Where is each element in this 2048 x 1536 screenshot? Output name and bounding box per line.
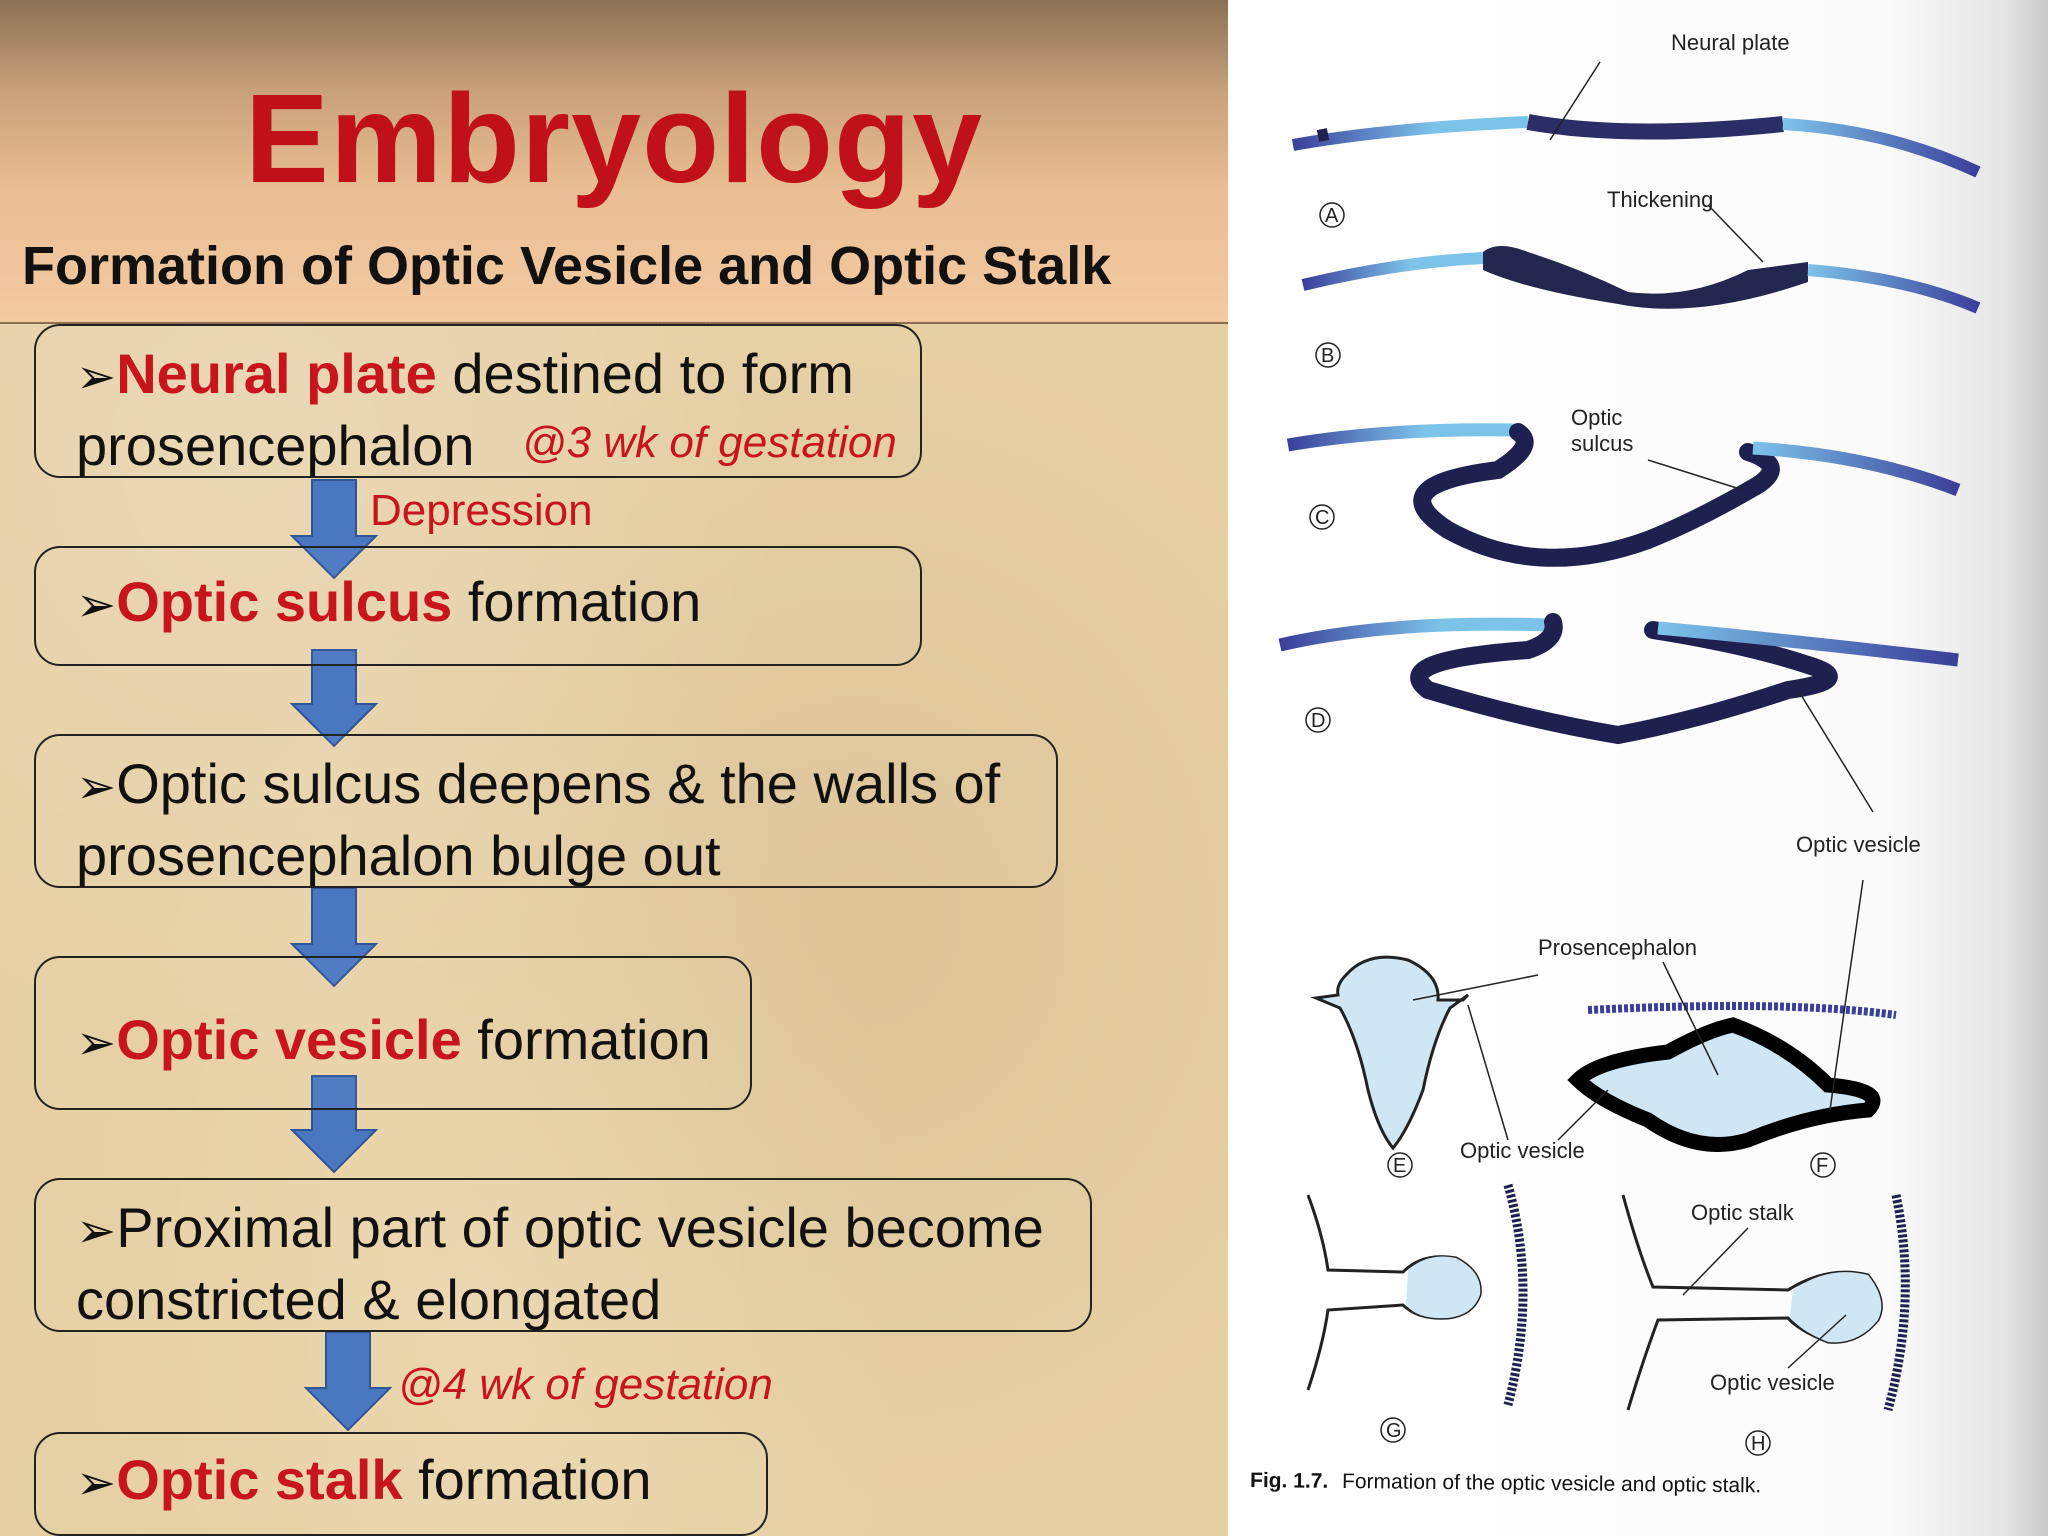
down-arrow-3 bbox=[289, 887, 379, 988]
slide-title: Embryology bbox=[244, 68, 984, 209]
caption-bold: Fig. 1.7. bbox=[1250, 1469, 1328, 1493]
down-arrow-2 bbox=[289, 649, 379, 748]
panel-letter: G bbox=[1386, 1420, 1402, 1442]
panel-b-thickening: Thickening B bbox=[1301, 187, 1981, 368]
label-optic-stalk: Optic stalk bbox=[1691, 1200, 1795, 1225]
slide-subtitle: Formation of Optic Vesicle and Optic Sta… bbox=[22, 236, 1112, 296]
note-3wk: @3 wk of gestation bbox=[522, 418, 897, 467]
note-4wk: @4 wk of gestation bbox=[398, 1360, 773, 1409]
step-text: formation bbox=[461, 1008, 711, 1071]
label-optic-sulcus-1: Optic bbox=[1571, 405, 1622, 430]
step-text: destined to form bbox=[436, 342, 854, 405]
step-text: formation bbox=[452, 570, 702, 633]
step-proximal-constricted: ➢Proximal part of optic vesicle become c… bbox=[34, 1178, 1092, 1332]
note-depression: Depression bbox=[370, 486, 593, 535]
step-neural-plate: ➢Neural plate destined to form prosencep… bbox=[34, 324, 922, 478]
label-thickening: Thickening bbox=[1607, 187, 1713, 212]
optic-development-figure: Neural plate A Thickening B Optic bbox=[1250, 30, 1981, 1497]
left-panel: Embryology Formation of Optic Vesicle an… bbox=[0, 0, 1228, 1536]
panel-letter: E bbox=[1393, 1155, 1406, 1177]
label-optic-sulcus-2: sulcus bbox=[1571, 431, 1633, 456]
bullet-marker: ➢ bbox=[76, 1205, 117, 1258]
step-highlight: Optic vesicle bbox=[116, 1008, 462, 1071]
panel-f-optic-vesicle: Prosencephalon Optic vesicle F bbox=[1460, 879, 1897, 1178]
down-arrow-5 bbox=[303, 1331, 393, 1432]
bullet-marker: ➢ bbox=[76, 1457, 117, 1510]
panel-letter: D bbox=[1311, 710, 1325, 732]
step-optic-vesicle: ➢Optic vesicle formation bbox=[34, 956, 752, 1110]
down-arrow-1 bbox=[289, 479, 379, 580]
step-optic-sulcus: ➢Optic sulcus formation bbox=[34, 546, 922, 666]
panel-a-neural-plate: Neural plate A bbox=[1291, 30, 1981, 228]
panel-letter: B bbox=[1321, 345, 1334, 367]
bullet-marker: ➢ bbox=[76, 351, 117, 404]
step-text: formation bbox=[402, 1448, 652, 1511]
label-optic-vesicle-ef: Optic vesicle bbox=[1460, 1138, 1585, 1163]
step-text: prosencephalon bbox=[76, 414, 475, 477]
bullet-marker: ➢ bbox=[76, 761, 117, 814]
panel-d-vesicle-bulge: D Optic vesicle bbox=[1278, 613, 1959, 857]
panel-e-prosencephalon: E bbox=[1310, 955, 1539, 1178]
label-optic-vesicle-d: Optic vesicle bbox=[1796, 832, 1921, 857]
step-sulcus-deepens: ➢Optic sulcus deepens & the walls of pro… bbox=[34, 734, 1058, 888]
step-text: Optic sulcus deepens & the walls of bbox=[116, 752, 1001, 815]
step-text: constricted & elongated bbox=[76, 1268, 662, 1331]
bullet-marker: ➢ bbox=[76, 579, 117, 632]
panel-letter: F bbox=[1816, 1155, 1828, 1177]
caption-text: Formation of the optic vesicle and optic… bbox=[1342, 1470, 1761, 1497]
panel-g: G bbox=[1306, 1183, 1528, 1443]
step-highlight: Neural plate bbox=[116, 342, 437, 405]
header-banner: Embryology Formation of Optic Vesicle an… bbox=[0, 0, 1228, 324]
step-highlight: Optic sulcus bbox=[116, 570, 453, 633]
label-optic-vesicle-h: Optic vesicle bbox=[1710, 1370, 1835, 1395]
panel-letter: A bbox=[1325, 205, 1339, 227]
panel-c-optic-sulcus: Optic sulcus C bbox=[1286, 405, 1961, 567]
flow-arrows bbox=[289, 479, 393, 1432]
step-highlight: Optic stalk bbox=[116, 1448, 403, 1511]
figure-caption: Fig. 1.7. Formation of the optic vesicle… bbox=[1250, 1469, 1761, 1497]
bullet-marker: ➢ bbox=[76, 1017, 117, 1070]
panel-letter: H bbox=[1751, 1433, 1765, 1455]
step-text: prosencephalon bulge out bbox=[76, 824, 721, 887]
step-text: Proximal part of optic vesicle become bbox=[116, 1196, 1044, 1259]
down-arrow-4 bbox=[289, 1075, 379, 1174]
panel-letter: C bbox=[1315, 507, 1329, 529]
panel-h: Optic stalk Optic vesicle H bbox=[1621, 1194, 1910, 1456]
label-neural-plate: Neural plate bbox=[1671, 30, 1790, 55]
figure-panel: Neural plate A Thickening B Optic bbox=[1228, 0, 2048, 1536]
label-prosencephalon: Prosencephalon bbox=[1538, 935, 1697, 960]
step-optic-stalk: ➢Optic stalk formation bbox=[34, 1432, 768, 1536]
